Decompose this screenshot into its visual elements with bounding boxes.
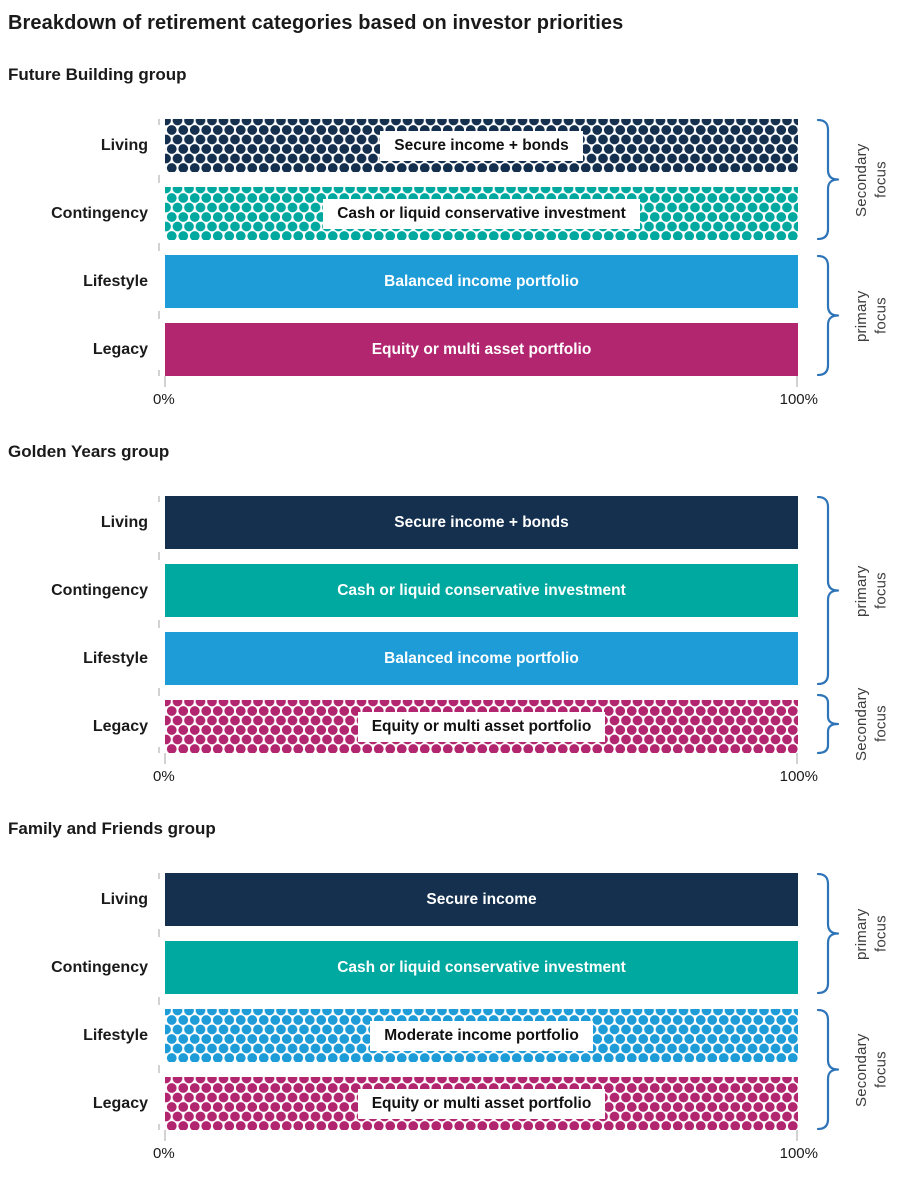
bar-legacy-dotted-magenta: Equity or multi asset portfolio [165, 1077, 798, 1130]
bar-lifestyle-solid-blue: Balanced income portfolio [165, 632, 798, 685]
bar-label: Cash or liquid conservative investment [323, 198, 640, 229]
category-axis-ticks [158, 119, 160, 376]
bar-label: Equity or multi asset portfolio [371, 340, 592, 358]
bar-row-legacy: Legacy Equity or multi asset portfolio [8, 700, 916, 753]
bar-lifestyle-dotted-blue: Moderate income portfolio [165, 1009, 798, 1062]
category-label: Lifestyle [83, 649, 148, 667]
group-heading: Family and Friends group [8, 819, 216, 838]
focus-label: primary focus [853, 289, 890, 342]
focus-label: Secondary focus [853, 1032, 890, 1107]
axis-tick-100 [796, 753, 798, 764]
bar-row-contingency: Contingency Cash or liquid conservative … [8, 187, 916, 240]
category-label: Contingency [51, 204, 148, 222]
category-label: Legacy [92, 1094, 148, 1112]
focus-label: primary focus [853, 564, 890, 617]
bar-legacy-dotted-magenta: Equity or multi asset portfolio [165, 700, 798, 753]
value-axis: 0% 100% [153, 391, 818, 408]
bar-row-living: Living Secure income [8, 873, 916, 926]
axis-min-label: 0% [153, 391, 175, 408]
bar-label: Secure income + bonds [394, 513, 569, 531]
bar-contingency-solid-teal: Cash or liquid conservative investment [165, 564, 798, 617]
value-axis: 0% 100% [153, 1145, 818, 1162]
secondary-focus-bracket: Secondary focus [814, 1009, 891, 1130]
curly-brace-icon [816, 255, 840, 376]
category-label: Living [100, 890, 148, 908]
axis-max-label: 100% [779, 391, 818, 408]
group-heading: Golden Years group [8, 442, 170, 461]
bar-label: Secure income [426, 890, 537, 908]
bar-label: Moderate income portfolio [370, 1020, 593, 1051]
focus-annotations: Secondary focus primary focus [814, 119, 916, 376]
value-axis: 0% 100% [153, 768, 818, 785]
curly-brace-icon [816, 496, 840, 685]
category-label: Legacy [92, 717, 148, 735]
bar-label: Cash or liquid conservative investment [337, 581, 626, 599]
bar-row-lifestyle: Lifestyle Moderate income portfolio [8, 1009, 916, 1062]
axis-tick-0 [164, 753, 166, 764]
focus-annotations: primary focus Secondary focus [814, 496, 916, 761]
curly-brace-icon [816, 119, 840, 240]
bar-lifestyle-solid-blue: Balanced income portfolio [165, 255, 798, 308]
category-label: Living [100, 136, 148, 154]
bar-label: Balanced income portfolio [384, 649, 579, 667]
axis-tick-0 [164, 376, 166, 387]
chart-golden-years-group: Golden Years group Living Secure income … [8, 442, 916, 785]
bar-contingency-dotted-teal: Cash or liquid conservative investment [165, 187, 798, 240]
bar-row-living: Living Secure income + bonds [8, 119, 916, 172]
focus-label: primary focus [853, 907, 890, 960]
primary-focus-bracket: primary focus [814, 496, 891, 685]
category-label: Lifestyle [83, 1026, 148, 1044]
bar-contingency-solid-teal: Cash or liquid conservative investment [165, 941, 798, 994]
chart-future-building-group: Future Building group Living Secure inco… [8, 65, 916, 408]
bar-row-lifestyle: Lifestyle Balanced income portfolio [8, 632, 916, 685]
axis-max-label: 100% [779, 768, 818, 785]
category-axis-ticks [158, 873, 160, 1130]
bar-label: Equity or multi asset portfolio [357, 711, 606, 742]
focus-annotations: primary focus Secondary focus [814, 873, 916, 1130]
curly-brace-icon [816, 1009, 840, 1130]
secondary-focus-bracket: Secondary focus [814, 119, 891, 240]
curly-brace-icon [816, 694, 840, 754]
chart-body: Living Secure income + bonds Contingency… [8, 119, 916, 387]
group-heading: Future Building group [8, 65, 187, 84]
chart-family-and-friends-group: Family and Friends group Living Secure i… [8, 819, 916, 1162]
bar-row-lifestyle: Lifestyle Balanced income portfolio [8, 255, 916, 308]
bar-living-solid-navy: Secure income + bonds [165, 496, 798, 549]
curly-brace-icon [816, 873, 840, 994]
axis-max-label: 100% [779, 1145, 818, 1162]
focus-label: Secondary focus [853, 142, 890, 217]
chart-body: Living Secure income + bonds Contingency… [8, 496, 916, 764]
category-label: Living [100, 513, 148, 531]
bar-row-living: Living Secure income + bonds [8, 496, 916, 549]
bar-label: Equity or multi asset portfolio [357, 1088, 606, 1119]
axis-tick-100 [796, 376, 798, 387]
axis-tick-100 [796, 1130, 798, 1141]
primary-focus-bracket: primary focus [814, 255, 891, 376]
bar-living-solid-navy: Secure income [165, 873, 798, 926]
bar-row-legacy: Legacy Equity or multi asset portfolio [8, 1077, 916, 1130]
bar-row-contingency: Contingency Cash or liquid conservative … [8, 941, 916, 994]
axis-min-label: 0% [153, 768, 175, 785]
category-axis-ticks [158, 496, 160, 753]
category-label: Contingency [51, 581, 148, 599]
bar-label: Secure income + bonds [380, 130, 583, 161]
axis-tick-0 [164, 1130, 166, 1141]
bar-label: Cash or liquid conservative investment [337, 958, 626, 976]
axis-min-label: 0% [153, 1145, 175, 1162]
focus-label: Secondary focus [853, 687, 890, 761]
bar-row-contingency: Contingency Cash or liquid conservative … [8, 564, 916, 617]
chart-body: Living Secure income Contingency Cash or… [8, 873, 916, 1141]
page-title: Breakdown of retirement categories based… [8, 12, 624, 34]
secondary-focus-bracket: Secondary focus [814, 687, 891, 761]
category-label: Lifestyle [83, 272, 148, 290]
category-label: Legacy [92, 340, 148, 358]
bar-living-dotted-navy: Secure income + bonds [165, 119, 798, 172]
primary-focus-bracket: primary focus [814, 873, 891, 994]
bar-label: Balanced income portfolio [384, 272, 579, 290]
category-label: Contingency [51, 958, 148, 976]
bar-row-legacy: Legacy Equity or multi asset portfolio [8, 323, 916, 376]
bar-legacy-solid-magenta: Equity or multi asset portfolio [165, 323, 798, 376]
